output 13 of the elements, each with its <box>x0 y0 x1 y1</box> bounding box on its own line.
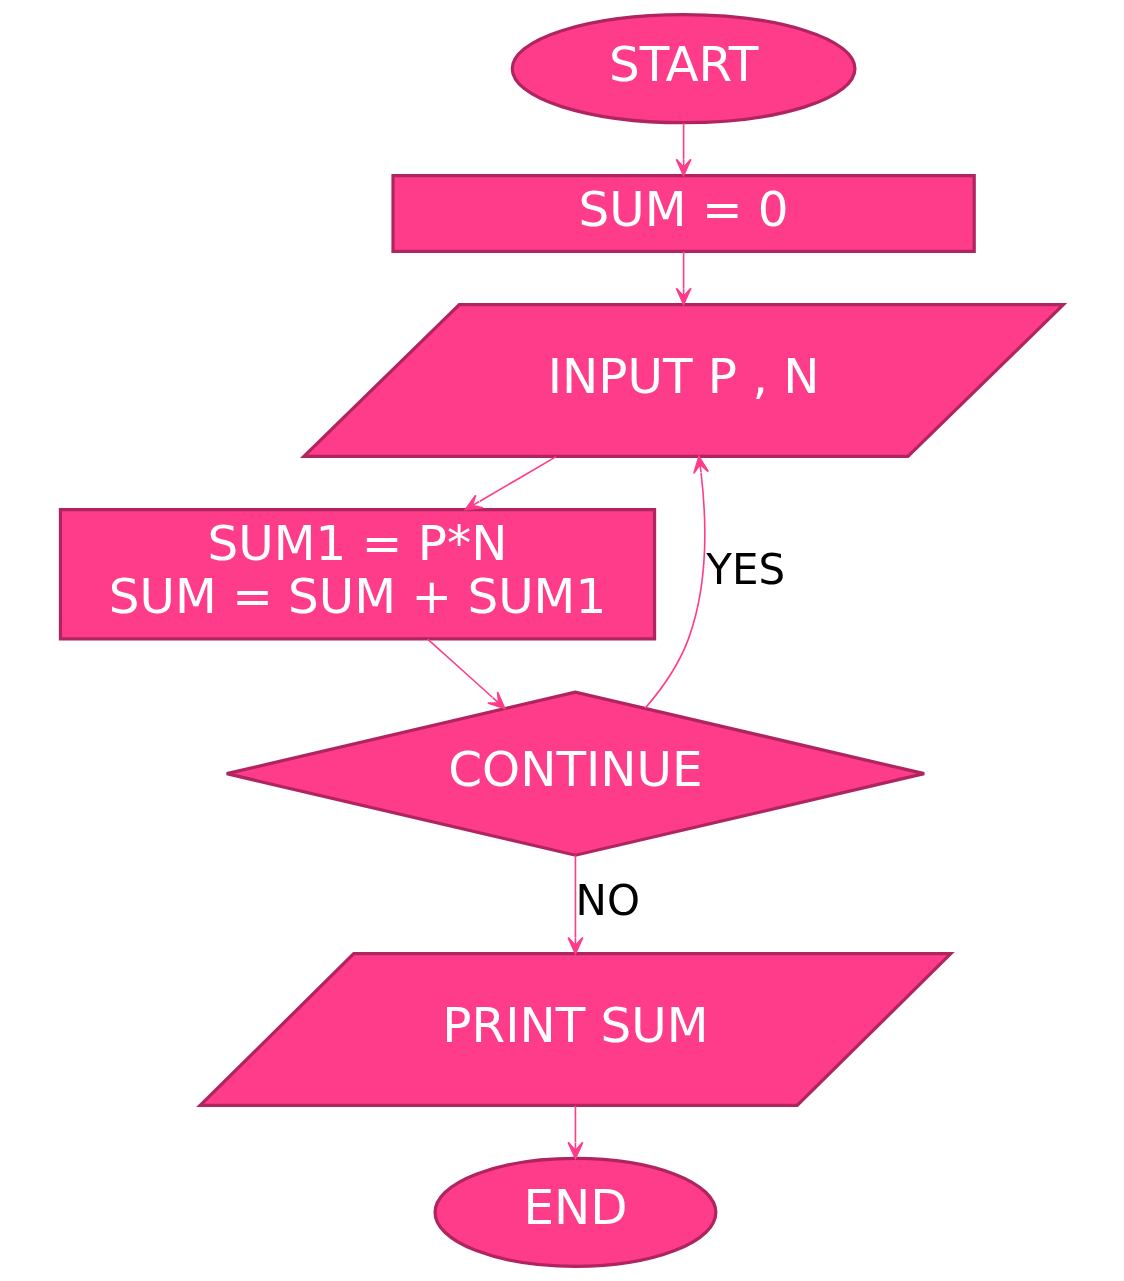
edge-label: NO <box>575 875 640 925</box>
node-ellipse: START <box>510 13 857 125</box>
node-box: SUM1 = P*N SUM = SUM + SUM1 <box>58 508 657 641</box>
arrow <box>426 638 506 710</box>
arrow <box>644 455 710 710</box>
node-box: SUM = 0 <box>391 173 976 254</box>
edge-label: YES <box>706 545 786 595</box>
node-ellipse: END <box>433 1156 718 1269</box>
arrow <box>567 1104 584 1160</box>
arrow <box>567 854 584 955</box>
arrow <box>675 122 692 177</box>
arrow <box>464 455 557 511</box>
arrow <box>675 250 692 306</box>
